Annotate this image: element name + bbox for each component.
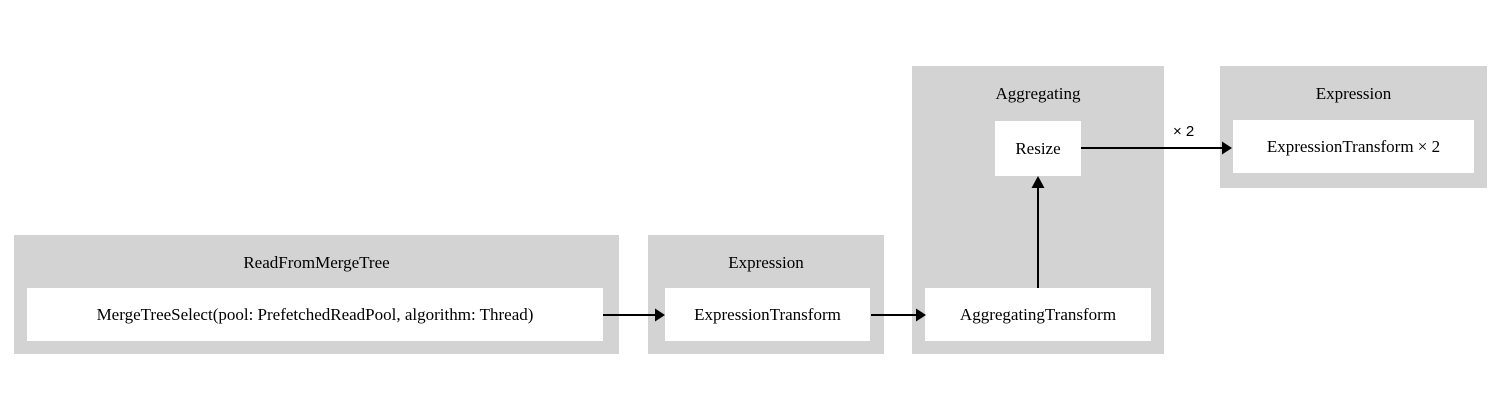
node-label-expression-transform: ExpressionTransform xyxy=(694,304,841,324)
node-label-expression-transform-x2: ExpressionTransform × 2 xyxy=(1266,136,1441,156)
edge-aggregating-transform-to-resize xyxy=(1028,176,1048,288)
node-expression-transform-x2[interactable]: ExpressionTransform × 2 xyxy=(1233,120,1474,173)
node-label-aggregating-transform: AggregatingTransform xyxy=(959,304,1117,324)
node-resize[interactable]: Resize xyxy=(995,121,1081,176)
edge-merge-tree-select-to-expression-transform xyxy=(603,305,666,325)
cluster-label-read-from-merge-tree: ReadFromMergeTree xyxy=(243,253,390,272)
node-expression-transform[interactable]: ExpressionTransform xyxy=(665,288,870,341)
edge-label-resize-to-expression-transform-x2: × 2 xyxy=(1173,123,1195,140)
node-aggregating-transform[interactable]: AggregatingTransform xyxy=(925,288,1151,341)
edge-resize-to-expression-transform-x2 xyxy=(1081,138,1233,158)
node-label-resize: Resize xyxy=(1015,138,1061,158)
node-label-merge-tree-select: MergeTreeSelect(pool: PrefetchedReadPool… xyxy=(96,304,534,324)
cluster-label-aggregating: Aggregating xyxy=(995,84,1081,103)
cluster-label-expression-2: Expression xyxy=(1315,84,1392,103)
node-merge-tree-select[interactable]: MergeTreeSelect(pool: PrefetchedReadPool… xyxy=(27,288,603,341)
edge-expression-transform-to-aggregating-transform xyxy=(871,305,927,325)
cluster-label-expression-1: Expression xyxy=(728,253,804,272)
